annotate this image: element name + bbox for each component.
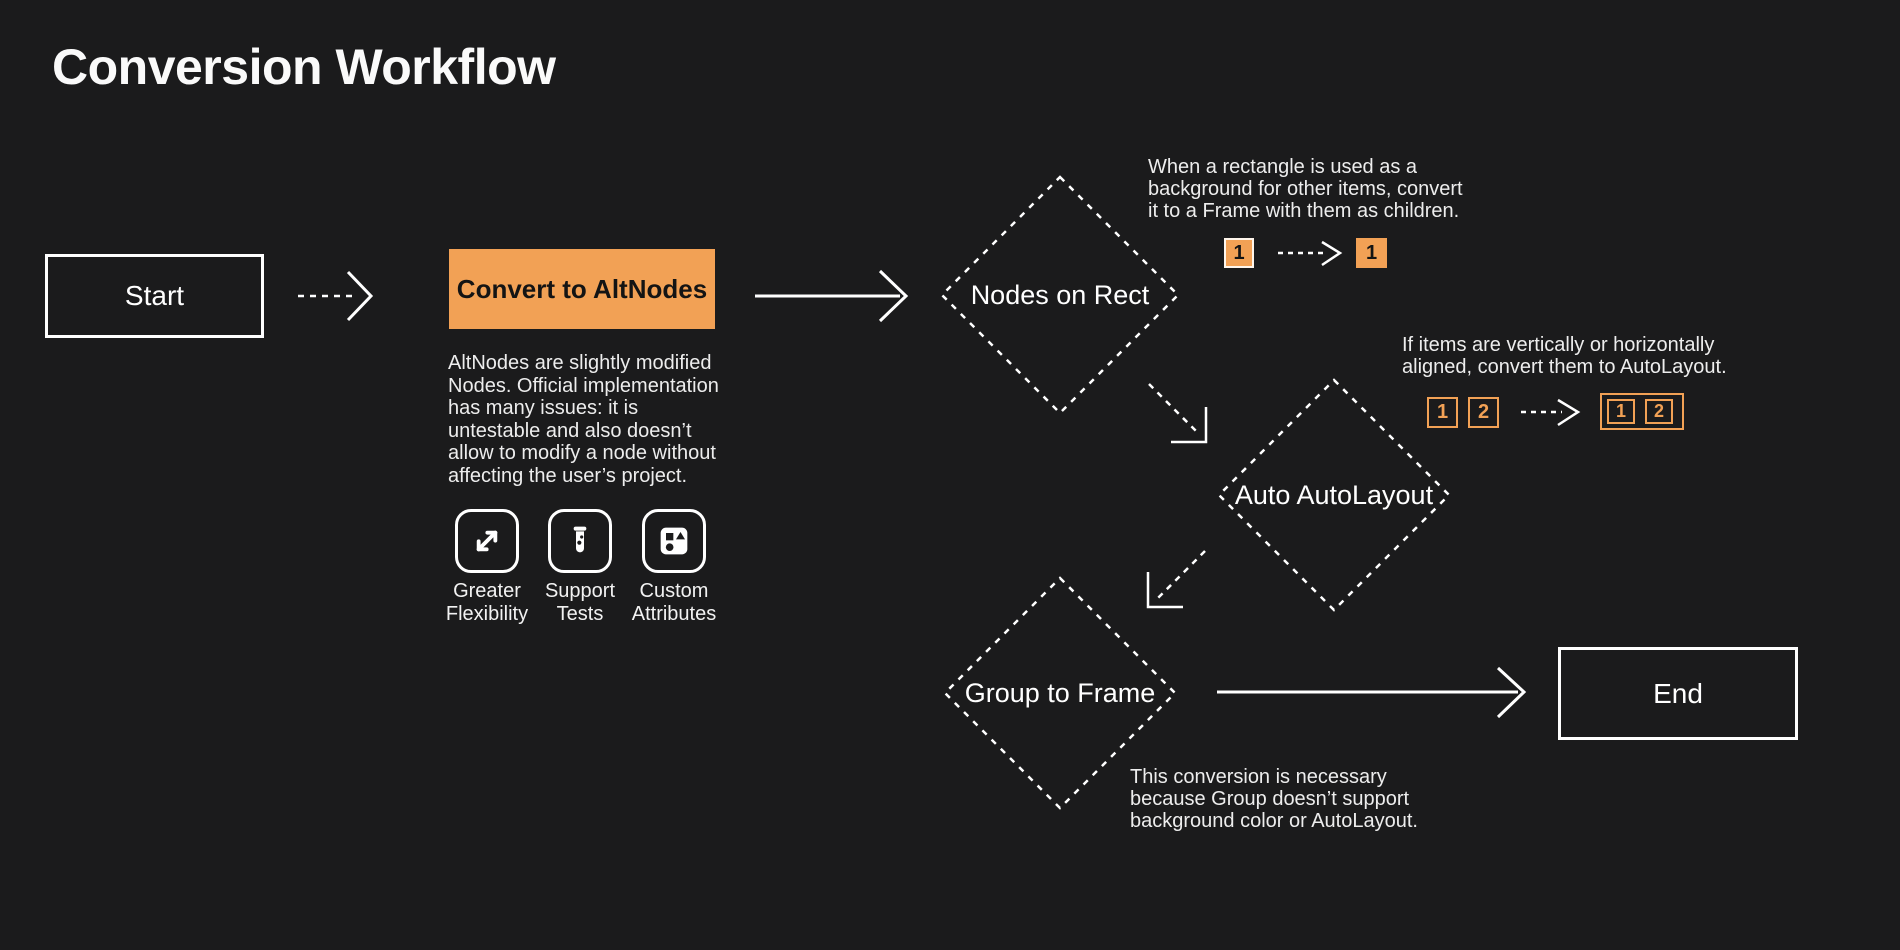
node-auto-autolayout-label: Auto AutoLayout [1234, 480, 1434, 510]
mini-arrow-rect-annotation [1278, 240, 1343, 267]
node-convert-label: Convert to AltNodes [456, 273, 708, 304]
feature-label-custom-attributes: Custom Attributes [631, 580, 717, 625]
mini-frame-after: 1 [1356, 238, 1387, 268]
mini-arrow-autolayout-annotation [1521, 398, 1581, 427]
shapes-icon [660, 527, 688, 555]
node-start: Start [45, 254, 264, 338]
feature-greater-flexibility [455, 509, 519, 573]
mini-autolayout-container [1600, 393, 1684, 430]
node-group-to-frame-label: Group to Frame [964, 678, 1156, 708]
annotation-rect-to-frame: When a rectangle is used as a background… [1148, 156, 1463, 222]
feature-custom-attributes [642, 509, 706, 573]
annotation-group-to-frame: This conversion is necessary because Gro… [1130, 766, 1418, 832]
page-title: Conversion Workflow [52, 39, 556, 95]
expand-icon [476, 530, 498, 552]
arrow-autolayout-to-grouptoframe [1146, 550, 1206, 609]
node-end-label: End [1653, 677, 1703, 709]
arrow-start-to-convert [298, 270, 374, 322]
node-start-label: Start [124, 280, 185, 311]
mini-rect-before: 1 [1224, 238, 1254, 268]
mini-item-1: 1 [1427, 397, 1458, 428]
feature-label-support-tests: Support Tests [544, 580, 616, 625]
altnodes-description: AltNodes are slightly modified Nodes. Of… [448, 352, 719, 487]
diamond-group-to-frame [943, 576, 1177, 810]
mini-item-2: 2 [1468, 397, 1499, 428]
arrow-convert-to-nodesonrect [755, 269, 909, 323]
annotation-autolayout: If items are vertically or horizontally … [1402, 334, 1727, 378]
arrow-nodesonrect-to-autolayout [1148, 383, 1208, 444]
mini-autolayout-item-2: 2 [1645, 399, 1673, 424]
feature-label-greater-flexibility: Greater Flexibility [445, 580, 529, 625]
mini-autolayout-item-1: 1 [1607, 399, 1635, 424]
node-convert-to-altnodes: Convert to AltNodes [449, 249, 715, 329]
node-end: End [1558, 647, 1798, 740]
diamond-auto-autolayout [1217, 378, 1451, 612]
node-nodes-on-rect-label: Nodes on Rect [970, 280, 1150, 310]
arrow-grouptoframe-to-end [1217, 666, 1527, 719]
feature-support-tests [548, 509, 612, 573]
test-tube-icon [573, 526, 587, 553]
